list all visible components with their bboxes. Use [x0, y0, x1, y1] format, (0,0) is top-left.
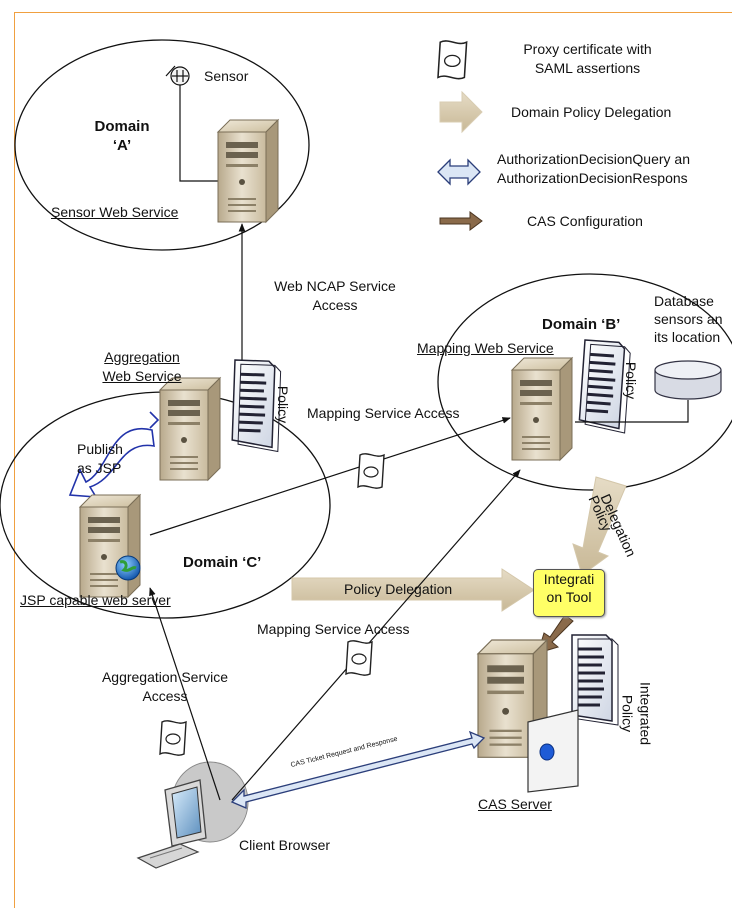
legend-cert-label-2: SAML assertions: [534, 60, 641, 76]
web-ncap-label-1: Web NCAP Service: [274, 278, 396, 294]
integrated-policy-doc-icon: [570, 633, 620, 727]
integrated-policy-label-2: Policy: [619, 694, 636, 733]
legend-policy-delegation-label: Domain Policy Delegation: [511, 104, 672, 120]
domain-a-label-2: ‘A’: [112, 137, 132, 154]
legend-cert-label-1: Proxy certificate with: [523, 41, 652, 57]
legend-policy-arrow-icon: [439, 90, 483, 134]
legend-authz-label-1: AuthorizationDecisionQuery an: [497, 151, 690, 167]
jsp-server-label: JSP capable web server: [20, 592, 171, 608]
sensor-label: Sensor: [204, 68, 249, 84]
web-ncap-label-2: Access: [312, 297, 358, 313]
policy-delegation-vertical-arrow: [572, 476, 627, 576]
domain-b-label: Domain ‘B’: [542, 316, 621, 333]
domain-a-ellipse: [14, 39, 310, 251]
domain-c-label: Domain ‘C’: [183, 554, 262, 571]
cas-ticket-double-arrow: [230, 730, 486, 809]
jsp-server-icon: [79, 494, 141, 598]
integration-tool-label-2: on Tool: [546, 589, 592, 605]
aggregation-access-line: [149, 587, 221, 801]
cas-badge-icon: [527, 709, 579, 793]
aggregation-cert-icon: [159, 720, 187, 756]
sensor-wire: [179, 85, 220, 182]
mapping-policy-label: Policy: [623, 361, 640, 400]
mapping-server-icon: [511, 357, 573, 461]
frame-border: [14, 12, 732, 908]
mapping-access-upper-line: [149, 417, 511, 536]
publish-label-2: as JSP: [77, 460, 122, 476]
database-wire: [575, 400, 689, 423]
legend-cert-icon: [437, 40, 468, 80]
domain-b-ellipse: [437, 273, 732, 491]
policy-delegation-horizontal-label: Policy Delegation: [344, 581, 453, 597]
publish-arrow: [68, 427, 155, 498]
mapping-access-upper-label: Mapping Service Access: [307, 405, 460, 421]
aggregation-access-label-1: Aggregation Service: [101, 669, 229, 685]
mapping-access-lower-label: Mapping Service Access: [257, 621, 410, 637]
mapping-access-lower-line: [231, 469, 521, 801]
database-label-3: its location: [654, 329, 721, 345]
legend-cas-arrow-icon: [439, 211, 483, 231]
policy-delegation-horizontal-arrow: [291, 568, 535, 612]
globe-icon: [115, 555, 141, 581]
aggregation-access-label-2: Access: [142, 688, 188, 704]
database-label-1: Database: [654, 293, 714, 309]
aggregation-server-icon: [159, 377, 221, 481]
mapping-lower-cert-icon: [345, 640, 373, 676]
integrated-policy-label-1: Integrated: [637, 681, 654, 746]
mapping-web-service-label: Mapping Web Service: [417, 340, 554, 356]
publish-label-1: Publish: [77, 441, 123, 457]
sensor-web-server-icon: [217, 119, 279, 223]
sensor-icon: [165, 65, 190, 86]
integration-tool-label-1: Integrati: [543, 571, 595, 587]
cas-server-label: CAS Server: [478, 796, 552, 812]
legend-authz-arrow-icon: [437, 158, 481, 186]
database-label-2: sensors an: [654, 311, 723, 327]
aggregation-web-service-label-1: Aggregation: [104, 349, 180, 365]
aggregation-policy-label: Policy: [275, 385, 292, 424]
client-computer-icon: [136, 761, 249, 869]
legend-authz-label-2: AuthorizationDecisionRespons: [497, 170, 688, 186]
mapping-cert-icon: [357, 453, 385, 489]
legend-cas-config-label: CAS Configuration: [527, 213, 643, 229]
client-browser-label: Client Browser: [239, 837, 331, 853]
domain-a-label-1: Domain: [94, 118, 150, 135]
database-icon: [654, 360, 722, 400]
aggregation-web-service-label-2: Web Service: [102, 368, 182, 384]
sensor-web-service-label: Sensor Web Service: [51, 204, 179, 220]
integration-tool-box: Integrati on Tool: [533, 569, 605, 617]
